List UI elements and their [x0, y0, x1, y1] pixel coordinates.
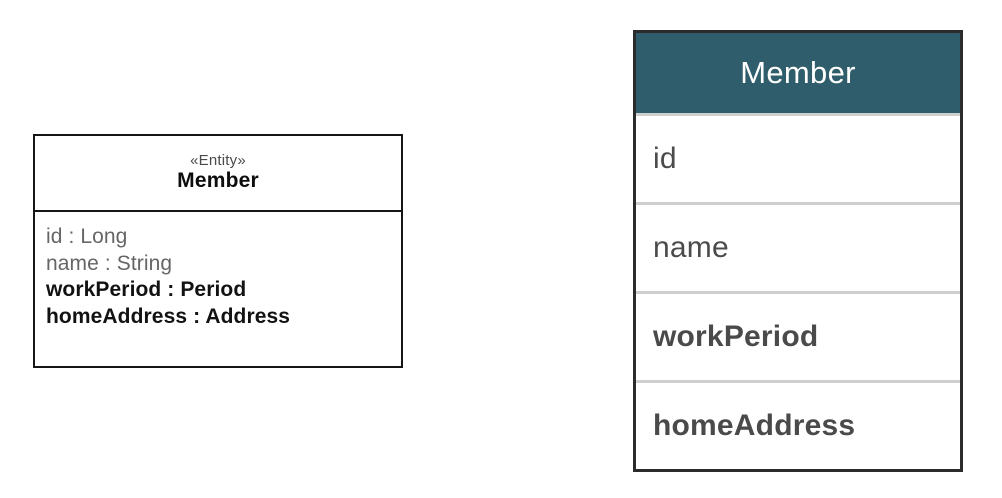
db-table-title: Member: [636, 33, 960, 113]
db-table-column-workperiod: workPeriod: [636, 291, 960, 380]
uml-attribute-homeaddress: homeAddress : Address: [46, 304, 291, 328]
uml-stereotype-label: «Entity»: [190, 151, 246, 169]
uml-attribute-workperiod: workPeriod : Period: [46, 278, 247, 301]
db-table-column-id: id: [636, 113, 960, 202]
uml-header-compartment: «Entity» Member: [35, 136, 401, 212]
uml-attribute-name: name : String: [46, 251, 173, 275]
uml-class-box: «Entity» Member id : Long name : String …: [33, 134, 403, 368]
db-table-column-name: name: [636, 202, 960, 291]
uml-attribute-id: id : Long: [46, 225, 128, 248]
uml-class-name: Member: [177, 168, 259, 192]
db-table-column-homeaddress: homeAddress: [636, 380, 960, 469]
db-table: Member id name workPeriod homeAddress: [633, 30, 963, 472]
uml-attributes-compartment: id : Long name : String workPeriod : Per…: [35, 212, 401, 366]
